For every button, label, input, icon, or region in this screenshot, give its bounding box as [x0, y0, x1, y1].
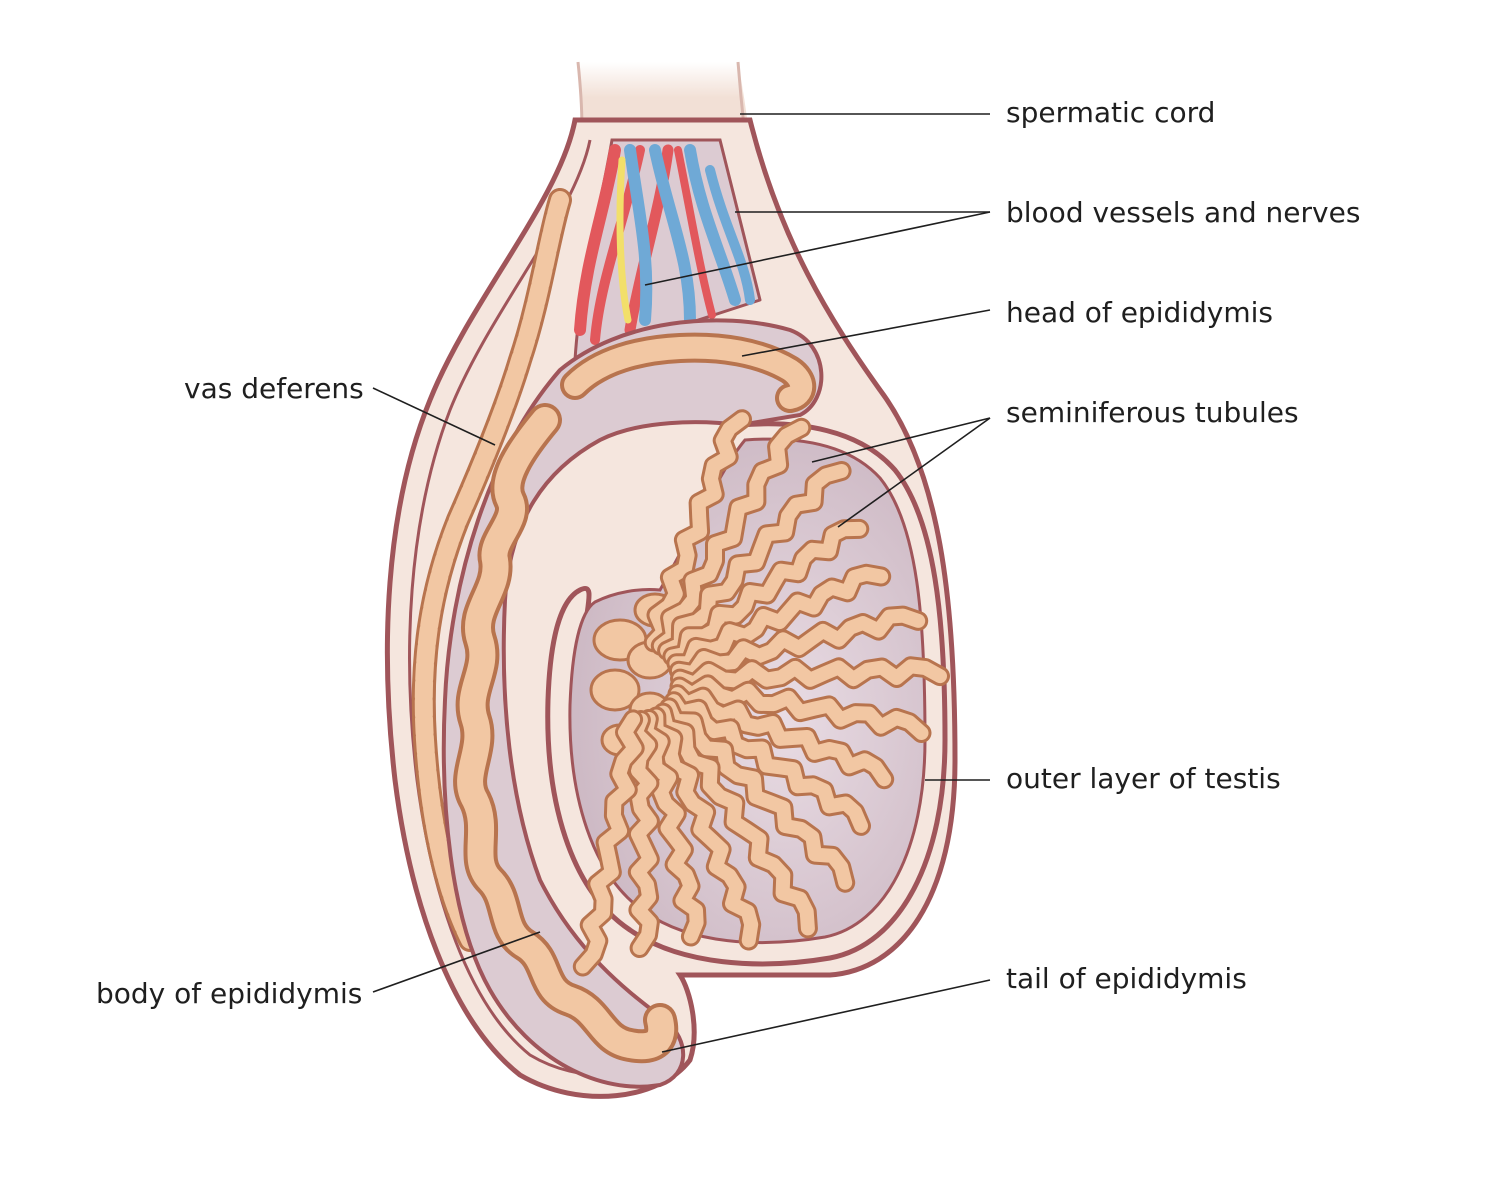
leader-seminiferous-2	[837, 417, 991, 528]
lobule-6	[671, 608, 926, 681]
leader-blood-vessels-2	[644, 211, 991, 286]
label-blood-vessels-and-nerves: blood vessels and nerves	[1006, 196, 1361, 229]
leader-vas-deferens	[372, 387, 496, 446]
label-tail-of-epididymis: tail of epididymis	[1006, 962, 1247, 995]
label-seminiferous-tubules: seminiferous tubules	[1006, 396, 1299, 429]
testis-capsule	[545, 421, 948, 967]
seminiferous-lobules	[572, 409, 950, 977]
label-outer-layer-of-testis: outer layer of testis	[1006, 762, 1281, 795]
lobule-4	[665, 521, 867, 664]
epididymis-head-tubule-fill	[564, 336, 813, 409]
label-head-of-epididymis: head of epididymis	[1006, 296, 1274, 329]
label-spermatic-cord: spermatic cord	[1006, 96, 1216, 129]
lobule-2	[653, 420, 809, 653]
lobule-1	[646, 412, 749, 650]
epididymis-tubule-fill	[457, 407, 675, 1060]
label-body-of-epididymis: body of epididymis	[96, 977, 363, 1010]
leader-body-epididymis	[372, 931, 541, 993]
vas-deferens-fill	[414, 191, 569, 949]
label-vas-deferens: vas deferens	[184, 372, 364, 405]
lobule-5	[669, 566, 889, 671]
lobule-9	[670, 687, 892, 787]
lobule-16	[575, 712, 642, 974]
lobule-14	[638, 712, 704, 944]
lobule-10	[666, 694, 868, 833]
vessels-group	[574, 144, 755, 345]
leader-seminiferous-1	[811, 417, 991, 463]
lobule-7	[673, 659, 947, 691]
leader-tail-epididymis	[661, 979, 991, 1053]
leader-head-epididymis	[741, 309, 991, 357]
lobule-15	[628, 713, 657, 955]
lobule-12	[656, 705, 815, 936]
lobule-11	[662, 700, 853, 890]
epididymis-outer	[441, 318, 824, 1089]
lobule-3	[660, 464, 849, 658]
outer-sac-inner-line	[408, 139, 674, 1077]
lobule-13	[649, 709, 759, 948]
lobule-8	[672, 677, 929, 740]
